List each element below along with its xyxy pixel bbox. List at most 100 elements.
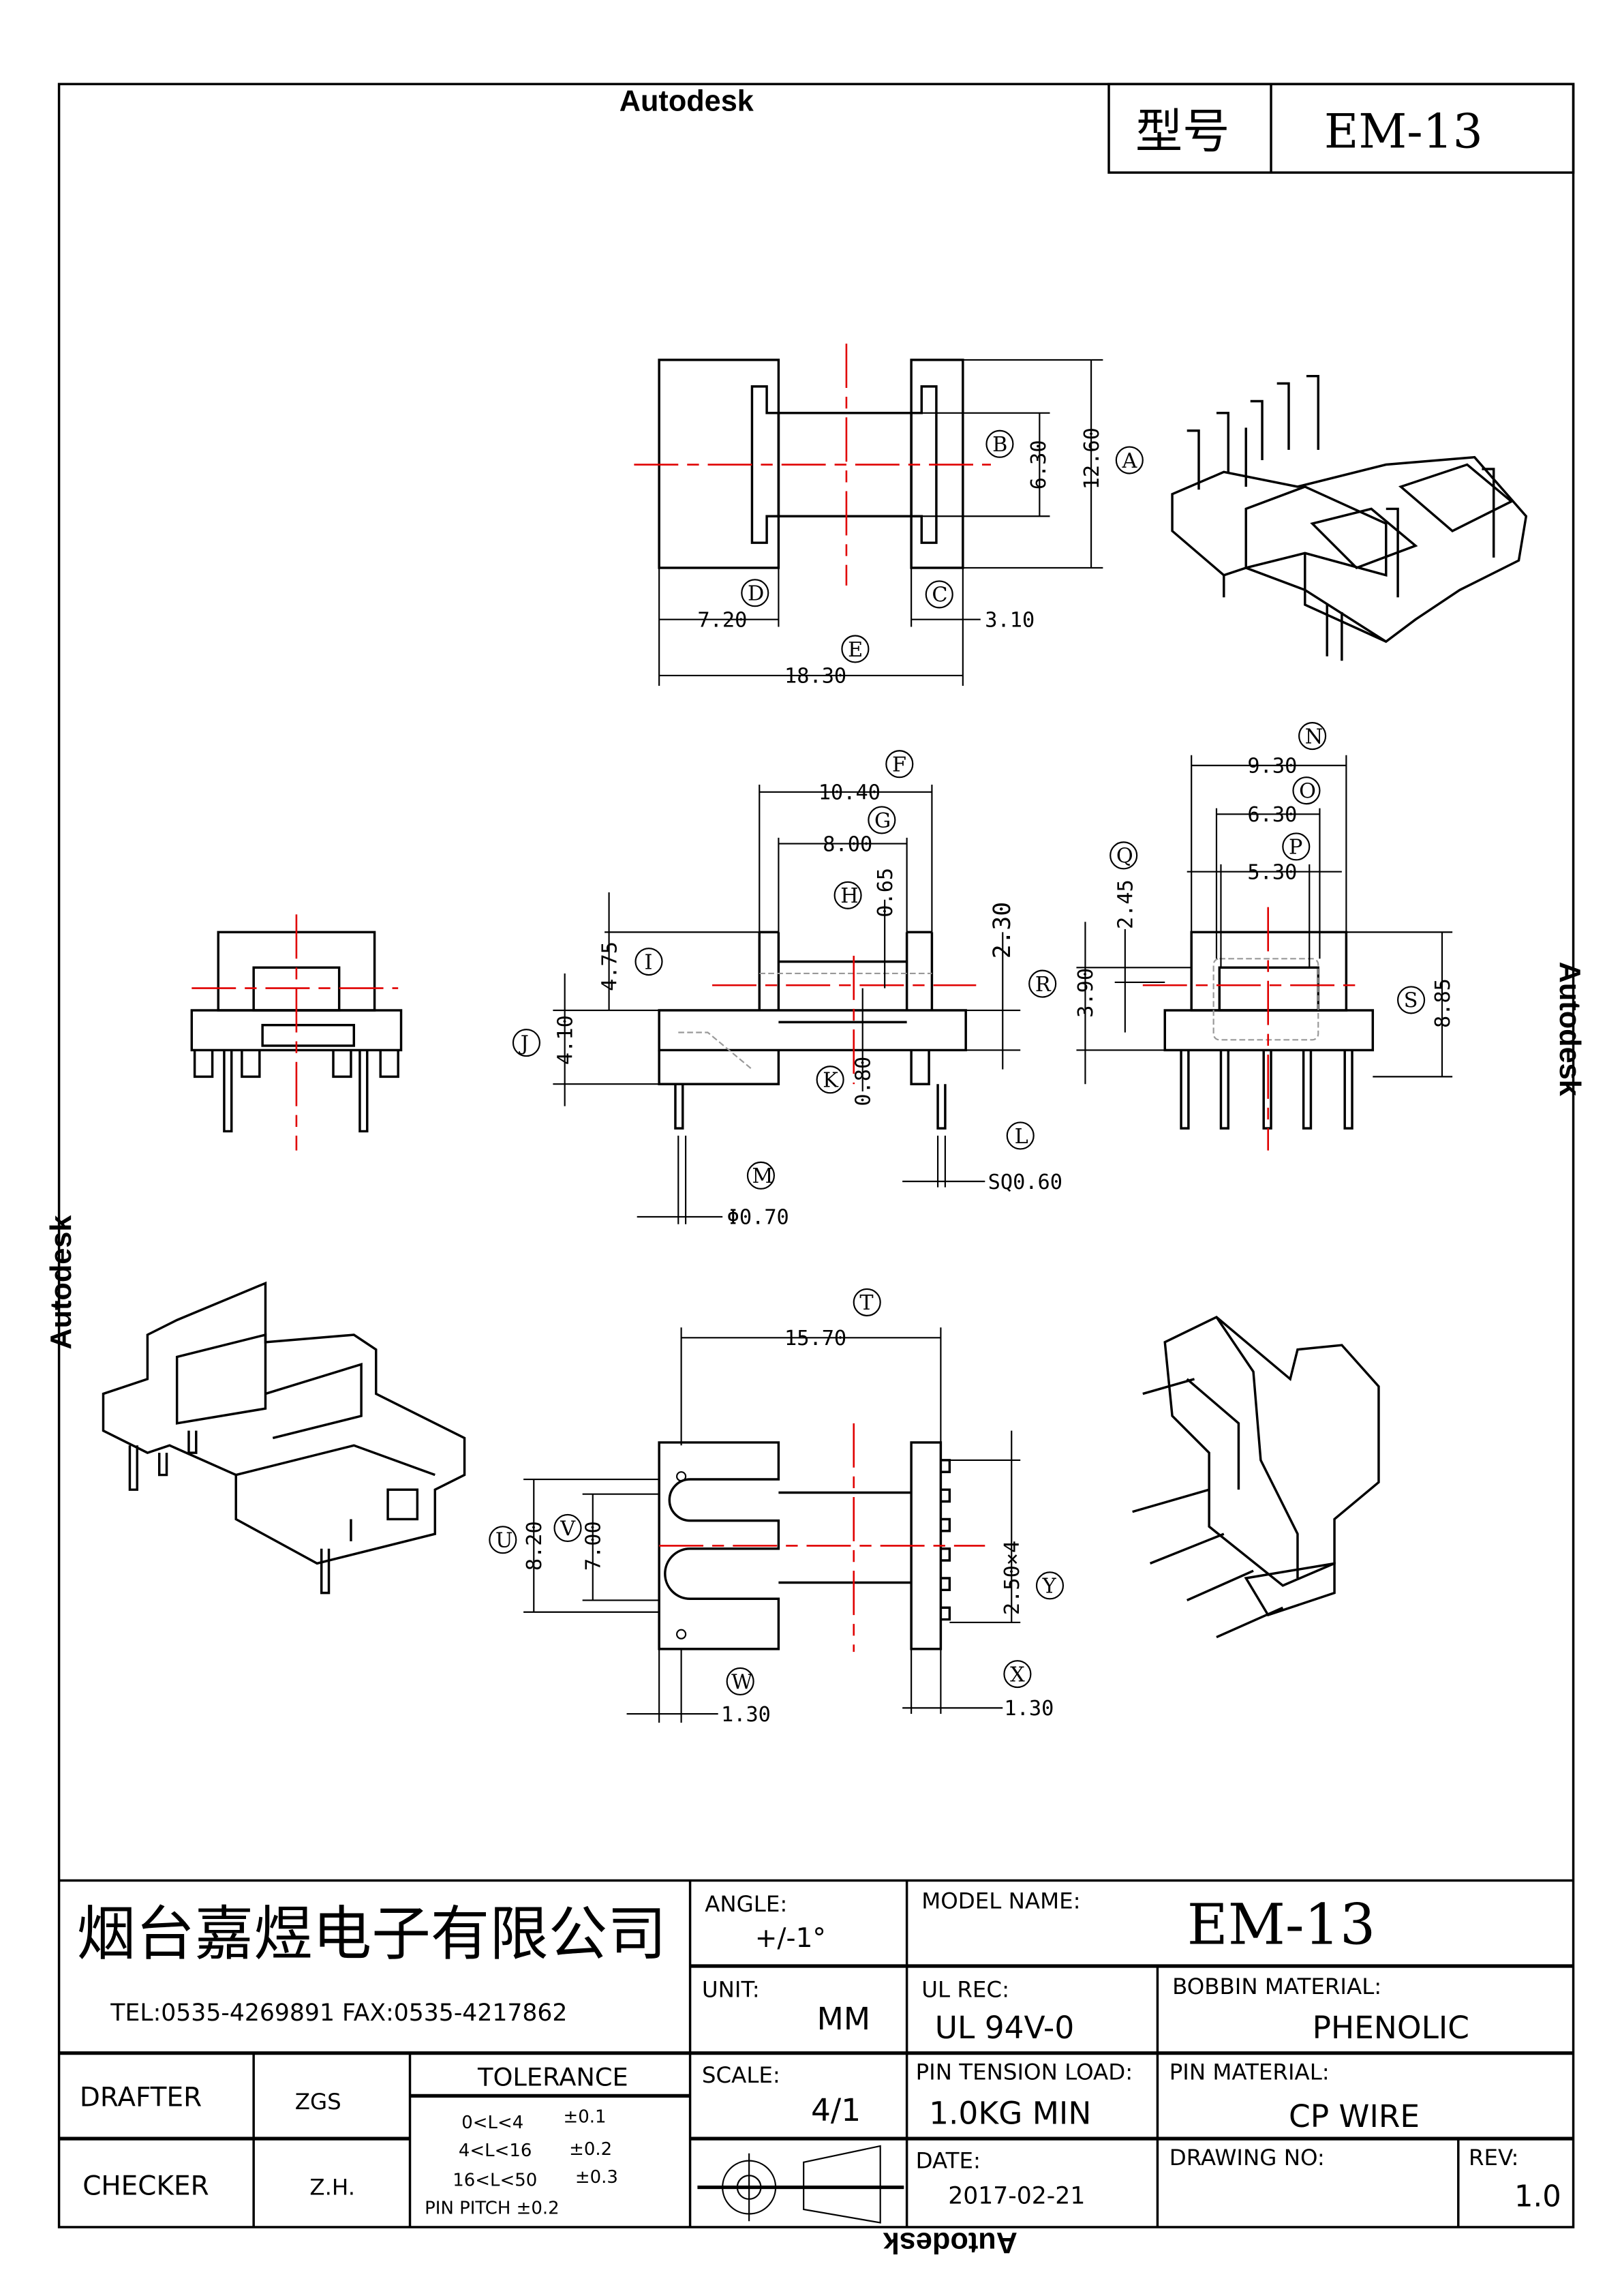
angle-value: +/-1° xyxy=(755,1923,826,1954)
dim-extra-value: 2.30 xyxy=(989,902,1016,958)
dim-Q-value: 2.45 xyxy=(1114,879,1138,929)
date-label: DATE: xyxy=(916,2147,981,2173)
tolerance-range-1: 0<L<4 xyxy=(461,2113,523,2133)
svg-text:S: S xyxy=(1404,989,1418,1013)
drafter-value: ZGS xyxy=(295,2089,341,2115)
dim-D-value: 7.20 xyxy=(697,609,747,633)
pin-pitch-tolerance: PIN PITCH ±0.2 xyxy=(425,2198,560,2218)
drawing-no-label: DRAWING NO: xyxy=(1169,2145,1325,2171)
svg-text:Y: Y xyxy=(1042,1575,1057,1599)
front-view-left xyxy=(190,914,403,1151)
checker-label: CHECKER xyxy=(82,2171,209,2201)
dim-L-value: SQ0.60 xyxy=(988,1170,1062,1194)
model-name-value: EM-13 xyxy=(1187,1893,1376,1958)
end-view: 9.30 N 6.30 O 5.30 P 2.45 Q 3.90 R 8.85 … xyxy=(1028,722,1455,1151)
pin-material-value: CP WIRE xyxy=(1289,2098,1420,2134)
svg-text:W: W xyxy=(731,1670,753,1694)
dim-B-value: 6.30 xyxy=(1027,440,1051,489)
svg-text:E: E xyxy=(848,638,863,662)
svg-text:J: J xyxy=(519,1031,529,1055)
dim-W-value: 1.30 xyxy=(721,1703,771,1727)
dim-S-value: 8.85 xyxy=(1431,978,1455,1028)
watermark-bottom: Autodesk xyxy=(883,2226,1017,2259)
svg-text:B: B xyxy=(992,433,1007,457)
dim-P-value: 5.30 xyxy=(1247,860,1297,884)
tolerance-range-2: 4<L<16 xyxy=(459,2141,532,2161)
unit-value: MM xyxy=(817,2001,870,2037)
title-block: 烟台嘉煜电子有限公司 TEL:0535-4269891 FAX:0535-421… xyxy=(59,1879,1574,2227)
scale-label: SCALE: xyxy=(702,2062,780,2088)
svg-text:O: O xyxy=(1299,779,1316,803)
tolerance-value-1: ±0.1 xyxy=(564,2106,607,2127)
watermark-left: Autodesk xyxy=(45,1215,78,1350)
dim-J-value: 4.10 xyxy=(554,1015,578,1065)
svg-text:U: U xyxy=(495,1529,513,1553)
model-name-label: MODEL NAME: xyxy=(921,1888,1080,1914)
drawing-frame xyxy=(57,82,1575,2229)
svg-text:L: L xyxy=(1015,1125,1028,1149)
rev-label: REV: xyxy=(1469,2145,1519,2171)
model-label: 型号 xyxy=(1135,104,1229,159)
company-name: 烟台嘉煜电子有限公司 xyxy=(77,1901,667,1969)
dim-K-value: 0.80 xyxy=(852,1057,876,1106)
date-value: 2017-02-21 xyxy=(948,2182,1085,2209)
svg-text:T: T xyxy=(859,1291,873,1315)
dim-U-value: 8.20 xyxy=(523,1521,547,1571)
dim-I-value: 4.75 xyxy=(598,941,622,991)
model-value: EM-13 xyxy=(1324,104,1483,159)
side-view: 10.40 F 8.00 G 0.65 H 4.75 I 4.10 J 0.80… xyxy=(512,750,1062,1230)
unit-label: UNIT: xyxy=(702,1976,760,2002)
svg-text:F: F xyxy=(892,753,906,777)
svg-text:G: G xyxy=(874,809,891,833)
dim-T-value: 15.70 xyxy=(784,1327,846,1350)
svg-text:V: V xyxy=(560,1517,576,1541)
drafter-label: DRAFTER xyxy=(80,2083,202,2113)
svg-text:C: C xyxy=(932,584,947,607)
svg-text:A: A xyxy=(1122,449,1138,473)
ul-value: UL 94V-0 xyxy=(935,2010,1075,2046)
svg-text:P: P xyxy=(1289,836,1302,860)
tolerance-label: TOLERANCE xyxy=(477,2062,628,2091)
bottom-view: 15.70 T 8.20 U 7.00 V 2.50×4 Y 1.30 W 1.… xyxy=(489,1288,1065,1727)
isometric-view-3 xyxy=(1132,1316,1380,1639)
dim-F-value: 10.40 xyxy=(818,781,881,805)
model-header-box: 型号 EM-13 xyxy=(1107,82,1575,174)
tolerance-value-3: ±0.3 xyxy=(575,2167,618,2188)
isometric-view-1 xyxy=(1171,374,1528,661)
tolerance-value-2: ±0.2 xyxy=(569,2139,612,2160)
isometric-view-2 xyxy=(102,1281,466,1595)
scale-value: 4/1 xyxy=(811,2092,861,2128)
dim-V-value: 7.00 xyxy=(582,1521,606,1571)
angle-label: ANGLE: xyxy=(705,1891,787,1917)
dim-N-value: 9.30 xyxy=(1247,755,1297,779)
svg-text:H: H xyxy=(840,884,858,908)
bobbin-material-label: BOBBIN MATERIAL: xyxy=(1172,1974,1381,1999)
pin-material-label: PIN MATERIAL: xyxy=(1169,2059,1330,2085)
svg-text:Q: Q xyxy=(1116,845,1133,868)
svg-text:R: R xyxy=(1035,973,1052,997)
top-view: 12.60 A 6.30 B 3.10 C 7.20 D 18.30 E xyxy=(634,344,1144,689)
dim-A-value: 12.60 xyxy=(1080,427,1104,489)
dim-Y-value: 2.50×4 xyxy=(1000,1541,1024,1615)
dim-R-value: 3.90 xyxy=(1074,968,1098,1018)
dim-O-value: 6.30 xyxy=(1247,803,1297,827)
dim-E-value: 18.30 xyxy=(784,665,846,689)
svg-text:I: I xyxy=(645,950,653,974)
bobbin-material-value: PHENOLIC xyxy=(1313,2010,1469,2046)
company-contact: TEL:0535-4269891 FAX:0535-4217862 xyxy=(110,1999,567,2027)
dim-X-value: 1.30 xyxy=(1004,1697,1054,1721)
pin-tension-value: 1.0KG MIN xyxy=(929,2096,1091,2132)
rev-value: 1.0 xyxy=(1514,2180,1561,2214)
checker-value: Z.H. xyxy=(309,2174,355,2200)
svg-text:D: D xyxy=(748,582,764,606)
tolerance-range-3: 16<L<50 xyxy=(453,2170,537,2190)
dim-H-value: 0.65 xyxy=(874,868,898,918)
ul-label: UL REC: xyxy=(921,1976,1009,2002)
svg-text:X: X xyxy=(1010,1663,1025,1687)
dim-G-value: 8.00 xyxy=(823,832,872,856)
dim-M-value: Φ0.70 xyxy=(727,1206,789,1230)
svg-text:K: K xyxy=(823,1069,839,1093)
pin-tension-label: PIN TENSION LOAD: xyxy=(916,2059,1133,2085)
dim-C-value: 3.10 xyxy=(985,609,1035,633)
